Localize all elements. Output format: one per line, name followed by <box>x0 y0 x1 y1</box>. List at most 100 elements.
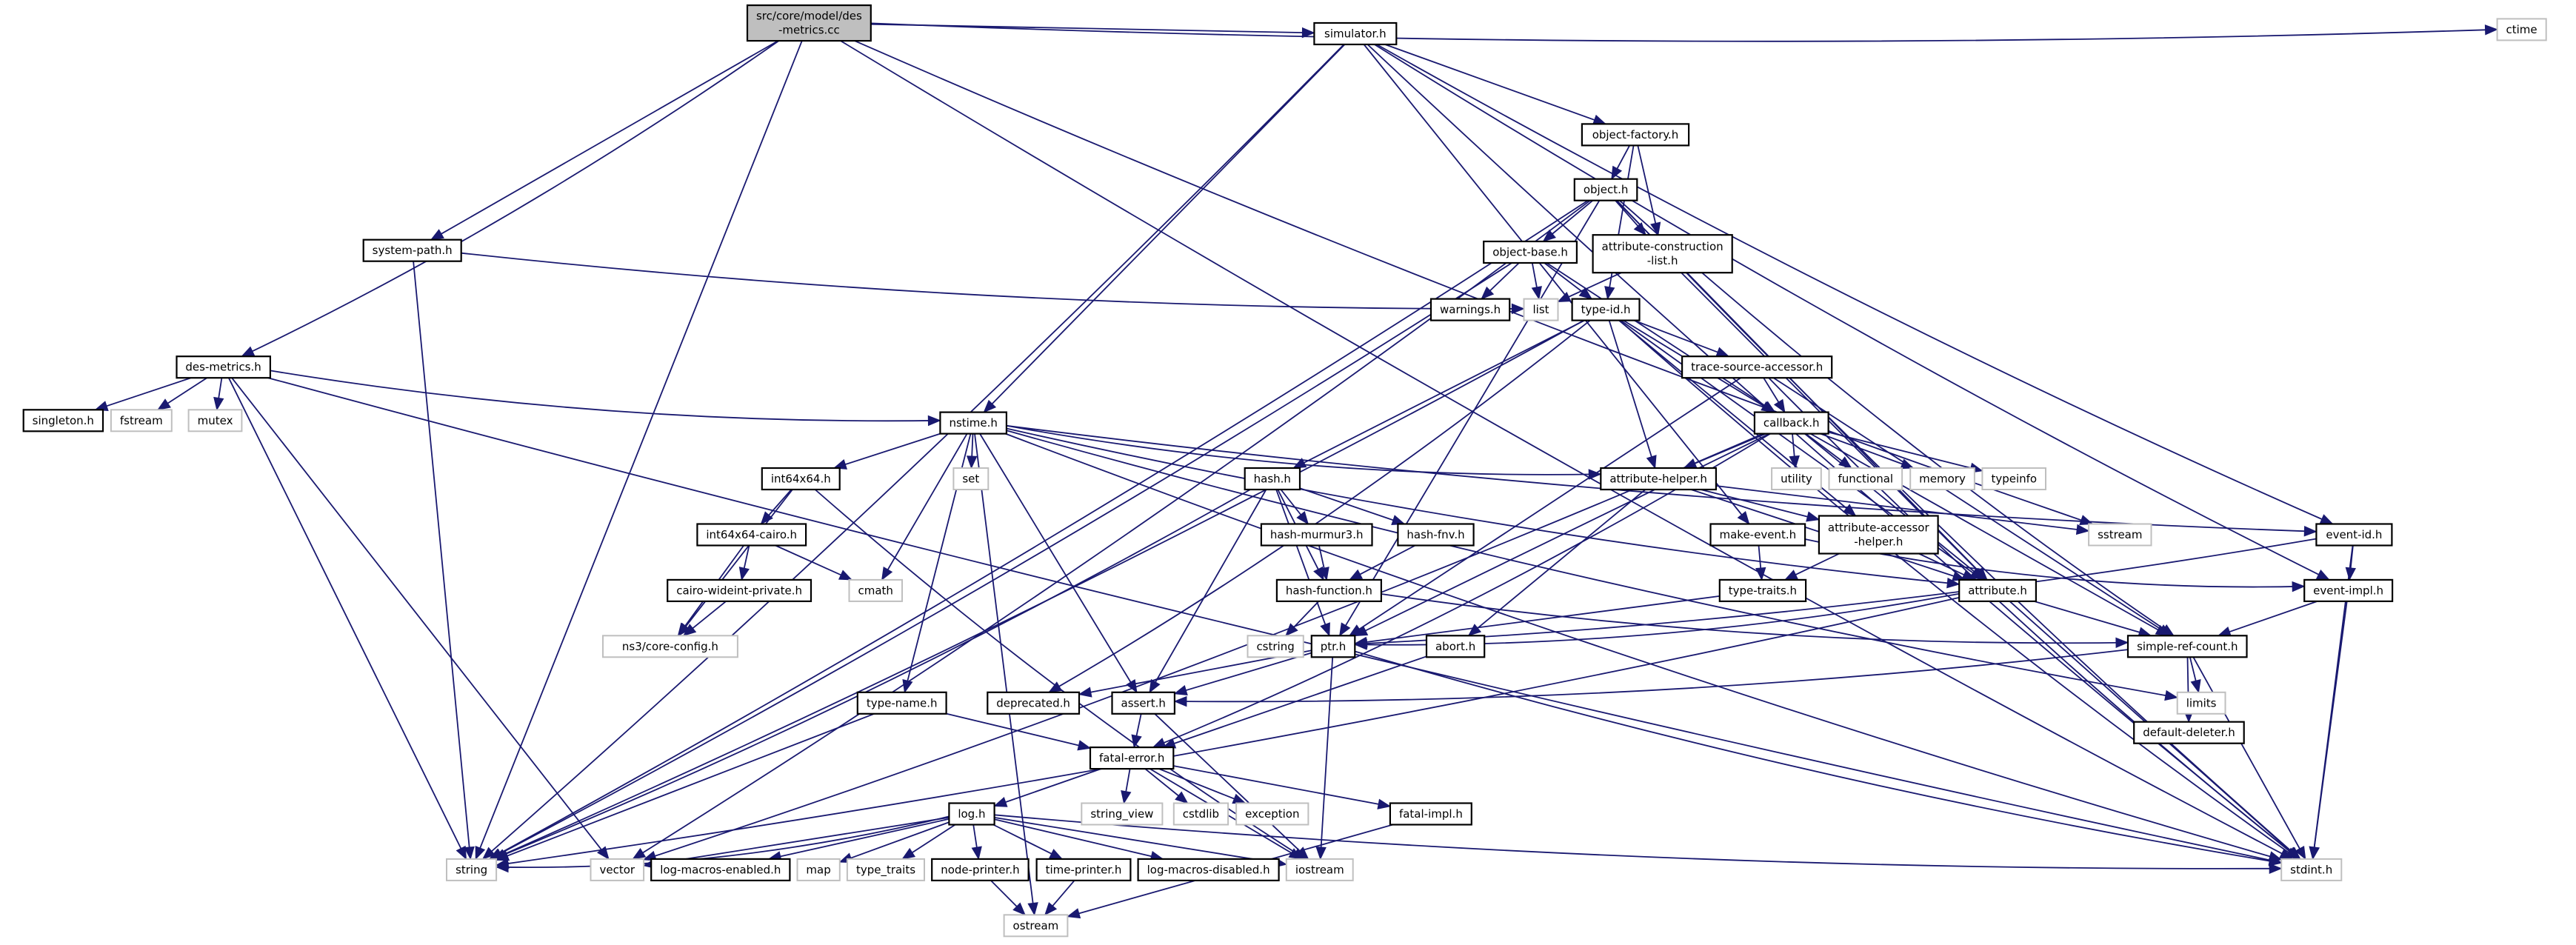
node-deprecated[interactable]: deprecated.h <box>987 691 1081 715</box>
node-type-id[interactable]: type-id.h <box>1571 298 1641 321</box>
node-attr-accessor-helper[interactable]: attribute-accessor-helper.h <box>1818 515 1939 555</box>
node-hash-fnv[interactable]: hash-fnv.h <box>1397 523 1475 547</box>
node-default-deleter[interactable]: default-deleter.h <box>2133 721 2245 744</box>
node-singleton[interactable]: singleton.h <box>22 409 104 433</box>
node-int64x64[interactable]: int64x64.h <box>761 467 841 491</box>
node-event-id[interactable]: event-id.h <box>2315 523 2393 547</box>
node-type-traits-h[interactable]: type-traits.h <box>1718 578 1807 603</box>
node-box <box>1275 578 1383 603</box>
edge-des_metrics-to-nstime <box>270 370 941 422</box>
node-label: log-macros-enabled.h <box>660 863 781 876</box>
node-object[interactable]: object.h <box>1573 178 1638 201</box>
arrowhead-icon <box>902 679 913 694</box>
node-box <box>948 802 995 826</box>
edge-hash-to-assert <box>1149 489 1267 693</box>
node-limits: limits <box>2176 691 2226 715</box>
arrowhead-icon <box>1611 165 1623 180</box>
node-box <box>2303 578 2394 603</box>
node-des-metrics[interactable]: des-metrics.h <box>176 355 272 379</box>
node-box <box>2088 523 2152 547</box>
node-box <box>602 635 738 658</box>
node-int64x64-cairo[interactable]: int64x64-cairo.h <box>696 523 807 547</box>
edge-nstime-to-cmath <box>881 433 968 581</box>
arrowhead-icon <box>495 861 509 873</box>
node-box <box>1247 635 1304 658</box>
node-log-macros-enabled[interactable]: log-macros-enabled.h <box>650 858 791 882</box>
node-simulator[interactable]: simulator.h <box>1313 21 1398 46</box>
edge-attribute_helper-to-attr_accessor_helper <box>1700 489 1820 521</box>
node-label: hash.h <box>1254 472 1291 486</box>
node-warnings[interactable]: warnings.h <box>1429 298 1511 321</box>
node-type-traits: type_traits <box>846 858 926 881</box>
node-abort[interactable]: abort.h <box>1425 635 1486 658</box>
node-label: object-base.h <box>1492 246 1568 259</box>
arrowhead-icon <box>1900 458 1915 470</box>
arrowhead-icon <box>2309 846 2320 861</box>
arrowhead-icon <box>1044 902 1058 916</box>
arrowhead-icon <box>1067 908 1081 919</box>
node-hash[interactable]: hash.h <box>1244 467 1301 491</box>
edge-attribute-to-simple_ref_count <box>2034 601 2152 637</box>
node-box <box>1483 240 1578 264</box>
node-type-name[interactable]: type-name.h <box>856 691 947 715</box>
node-log-macros-disabled[interactable]: log-macros-disabled.h <box>1137 858 1280 882</box>
edge-des_metrics-to-singleton <box>95 377 192 411</box>
node-label: node-printer.h <box>941 863 1019 876</box>
edges-layer <box>94 22 2498 919</box>
arrowhead-icon <box>1285 623 1298 637</box>
arrowhead-icon <box>1353 638 1368 650</box>
edge-root-to-des_metrics <box>241 40 780 358</box>
node-box <box>1771 467 1822 490</box>
node-list: list <box>1523 298 1559 321</box>
arrowhead-icon <box>481 847 496 860</box>
arrowhead-icon <box>241 346 256 357</box>
node-box <box>1003 914 1069 938</box>
node-make-event[interactable]: make-event.h <box>1709 523 1806 547</box>
arrowhead-icon <box>2268 855 2283 866</box>
node-label: deprecated.h <box>996 696 1070 709</box>
node-set: set <box>952 467 990 490</box>
edge-ptr-to-iostream <box>1319 657 1334 859</box>
edge-log-to-stdint <box>994 814 2282 869</box>
edge-hash_function-to-simple_ref_count <box>1381 593 2129 644</box>
node-node-printer[interactable]: node-printer.h <box>931 858 1030 882</box>
node-event-impl[interactable]: event-impl.h <box>2303 578 2394 603</box>
node-system-path[interactable]: system-path.h <box>362 238 462 262</box>
node-hash-murmur3[interactable]: hash-murmur3.h <box>1260 523 1373 547</box>
node-object-factory[interactable]: object-factory.h <box>1581 123 1690 147</box>
node-label: nstime.h <box>949 416 998 430</box>
node-attribute-helper[interactable]: attribute-helper.h <box>1600 467 1718 491</box>
node-label: ctime <box>2506 23 2537 36</box>
node-ptr[interactable]: ptr.h <box>1310 635 1356 658</box>
node-log[interactable]: log.h <box>948 802 995 826</box>
node-root[interactable]: src/core/model/des-metrics.cc <box>746 4 872 42</box>
node-attribute[interactable]: attribute.h <box>1958 578 2037 603</box>
arrowhead-icon <box>1755 567 1766 581</box>
node-hash-function[interactable]: hash-function.h <box>1275 578 1383 603</box>
node-simple-ref-count[interactable]: simple-ref-count.h <box>2126 635 2248 658</box>
node-cairo-wideint[interactable]: cairo-wideint-private.h <box>667 578 812 603</box>
node-cstring: cstring <box>1247 635 1304 658</box>
arrowhead-icon <box>1131 734 1142 749</box>
node-box <box>362 238 462 262</box>
node-callback[interactable]: callback.h <box>1753 411 1829 435</box>
arrowhead-icon <box>156 398 171 411</box>
node-box <box>650 858 791 882</box>
arrowhead-icon <box>1783 570 1798 581</box>
node-fatal-impl[interactable]: fatal-impl.h <box>1389 802 1472 826</box>
node-label: cairo-wideint-private.h <box>676 584 802 597</box>
node-typeinfo: typeinfo <box>1981 467 2046 490</box>
node-time-printer[interactable]: time-printer.h <box>1035 858 1132 882</box>
arrowhead-icon <box>430 229 444 241</box>
node-fatal-error[interactable]: fatal-error.h <box>1089 746 1175 770</box>
node-attr-constr-list[interactable]: attribute-construction-list.h <box>1592 234 1733 274</box>
node-box <box>2176 691 2226 715</box>
node-object-base[interactable]: object-base.h <box>1483 240 1578 264</box>
node-box <box>1718 578 1807 603</box>
node-label: default-deleter.h <box>2143 726 2235 739</box>
node-trace-source-accessor[interactable]: trace-source-accessor.h <box>1681 355 1833 379</box>
node-assert[interactable]: assert.h <box>1111 691 1176 715</box>
node-nstime[interactable]: nstime.h <box>939 411 1008 435</box>
edge-log-to-log_macros_disabled <box>994 818 1164 860</box>
arrowhead-icon <box>1789 455 1800 470</box>
